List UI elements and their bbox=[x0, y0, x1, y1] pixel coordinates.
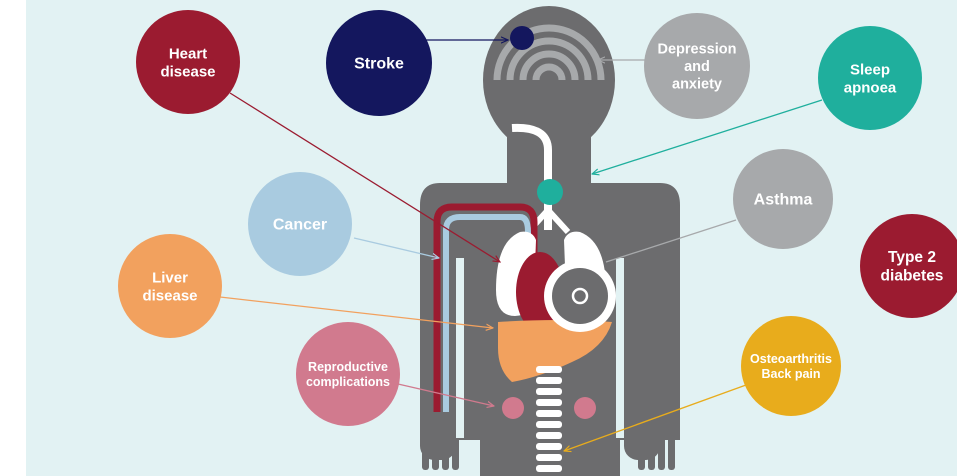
type2-diabetes-label-line: diabetes bbox=[881, 268, 944, 285]
brain bbox=[493, 24, 605, 81]
reproductive-label-line: Reproductive bbox=[308, 360, 388, 374]
condition-asthma: Asthma bbox=[733, 149, 833, 249]
stroke-dot bbox=[510, 26, 534, 50]
stethoscope-inner bbox=[552, 268, 608, 324]
vein bbox=[443, 214, 531, 412]
condition-cancer: Cancer bbox=[248, 172, 352, 276]
right-arm-gap bbox=[616, 258, 624, 438]
artery bbox=[433, 203, 538, 412]
liver-disease-label-line: Liver bbox=[152, 269, 188, 286]
sleep-apnoea-circle bbox=[818, 26, 922, 130]
type2-diabetes-label-line: Type 2 bbox=[888, 249, 936, 266]
type2-diabetes-label: Type 2 diabetes bbox=[881, 249, 944, 285]
depression-label-line: and bbox=[684, 59, 710, 75]
osteoarthritis-label-line: Back pain bbox=[761, 367, 820, 381]
liver-disease-label-line: disease bbox=[142, 287, 197, 304]
connector-sleep-apnoea bbox=[592, 99, 823, 174]
right-hand bbox=[638, 430, 675, 470]
depression-circle bbox=[644, 13, 750, 119]
cancer-label-line: Cancer bbox=[273, 217, 327, 234]
liver-disease-circle bbox=[118, 234, 222, 338]
asthma-label: Asthma bbox=[754, 192, 813, 209]
connector-cancer bbox=[353, 237, 439, 258]
heart-disease-label-line: disease bbox=[160, 63, 215, 80]
connectors bbox=[219, 40, 823, 451]
osteoarthritis-circle bbox=[741, 316, 841, 416]
stroke-label: Stroke bbox=[354, 56, 404, 73]
condition-type2-diabetes: Type 2 diabetes bbox=[860, 214, 957, 318]
right-ovary bbox=[574, 397, 596, 419]
neck-airway-dot bbox=[537, 179, 563, 205]
asthma-label-line: Asthma bbox=[754, 192, 813, 209]
left-ovary bbox=[502, 397, 524, 419]
reproductive-circle bbox=[296, 322, 400, 426]
condition-stroke: Stroke bbox=[326, 10, 432, 116]
trachea bbox=[511, 123, 552, 230]
cancer-circle bbox=[248, 172, 352, 276]
stroke-label-line: Stroke bbox=[354, 56, 404, 73]
reproductive-label-line: complications bbox=[306, 375, 390, 389]
depression-label-line: anxiety bbox=[672, 76, 722, 92]
connector-osteoarthritis bbox=[564, 384, 747, 451]
left-hand bbox=[422, 430, 459, 470]
right-arm bbox=[624, 250, 660, 460]
sleep-apnoea-label-line: apnoea bbox=[844, 79, 897, 96]
left-arm-gap bbox=[456, 258, 464, 438]
connector-reproductive bbox=[397, 383, 494, 406]
stethoscope-center bbox=[571, 287, 589, 305]
type2-diabetes-circle bbox=[860, 214, 957, 318]
depression-label-line: Depression bbox=[658, 42, 737, 58]
osteoarthritis-label-line: Osteoarthritis bbox=[750, 352, 832, 366]
liver bbox=[498, 320, 612, 382]
sleep-apnoea-label-line: Sleep bbox=[850, 61, 890, 78]
asthma-circle bbox=[733, 149, 833, 249]
heart-disease-label-line: Heart bbox=[169, 45, 207, 62]
cancer-label: Cancer bbox=[273, 217, 327, 234]
connector-heart-disease bbox=[229, 92, 500, 262]
heart-disease-circle bbox=[136, 10, 240, 114]
spine bbox=[536, 366, 562, 472]
connector-liver bbox=[219, 296, 493, 328]
connector-asthma bbox=[605, 219, 737, 263]
stroke-circle bbox=[326, 10, 432, 116]
